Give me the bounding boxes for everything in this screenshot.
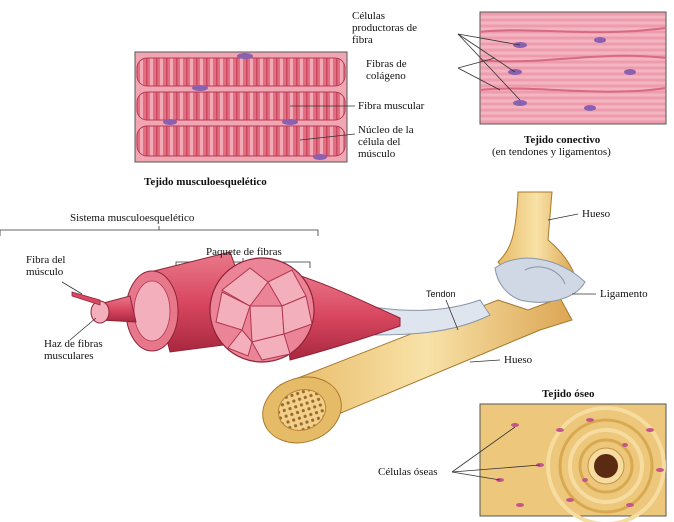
label-hueso-inferior: Hueso [504, 354, 532, 366]
label-sistema: Sistema musculoesquelético [70, 212, 194, 224]
label-celulas-productoras: Células productoras de fibra [352, 10, 417, 46]
label-tendon: Tendon [426, 288, 456, 300]
muscle-tissue-panel [135, 52, 347, 162]
ligament [495, 258, 585, 302]
title-tejido-conectivo: Tejido conectivo [524, 134, 600, 146]
title-tejido-oseo: Tejido óseo [542, 388, 594, 400]
subtitle-tejido-conectivo: (en tendones y ligamentos) [492, 146, 611, 158]
label-ligamento: Ligamento [600, 288, 648, 300]
bone-tissue-panel [480, 404, 666, 522]
label-fibras-colageno: Fibras de colágeno [366, 58, 407, 82]
muscle-bundle [72, 252, 400, 362]
label-fibra-muscular: Fibra muscular [358, 100, 424, 112]
label-paquete: Paquete de fibras [206, 246, 282, 258]
connective-tissue-panel [480, 12, 666, 124]
title-tejido-musculoesqueletico: Tejido musculoesquelético [144, 176, 267, 188]
label-hueso-superior: Hueso [582, 208, 610, 220]
label-celulas-oseas: Células óseas [378, 466, 438, 478]
label-haz-de-fibras: Haz de fibras musculares [44, 338, 103, 362]
label-fibra-del-musculo: Fibra del músculo [26, 254, 65, 278]
label-nucleo-celula: Núcleo de la célula del músculo [358, 124, 414, 160]
